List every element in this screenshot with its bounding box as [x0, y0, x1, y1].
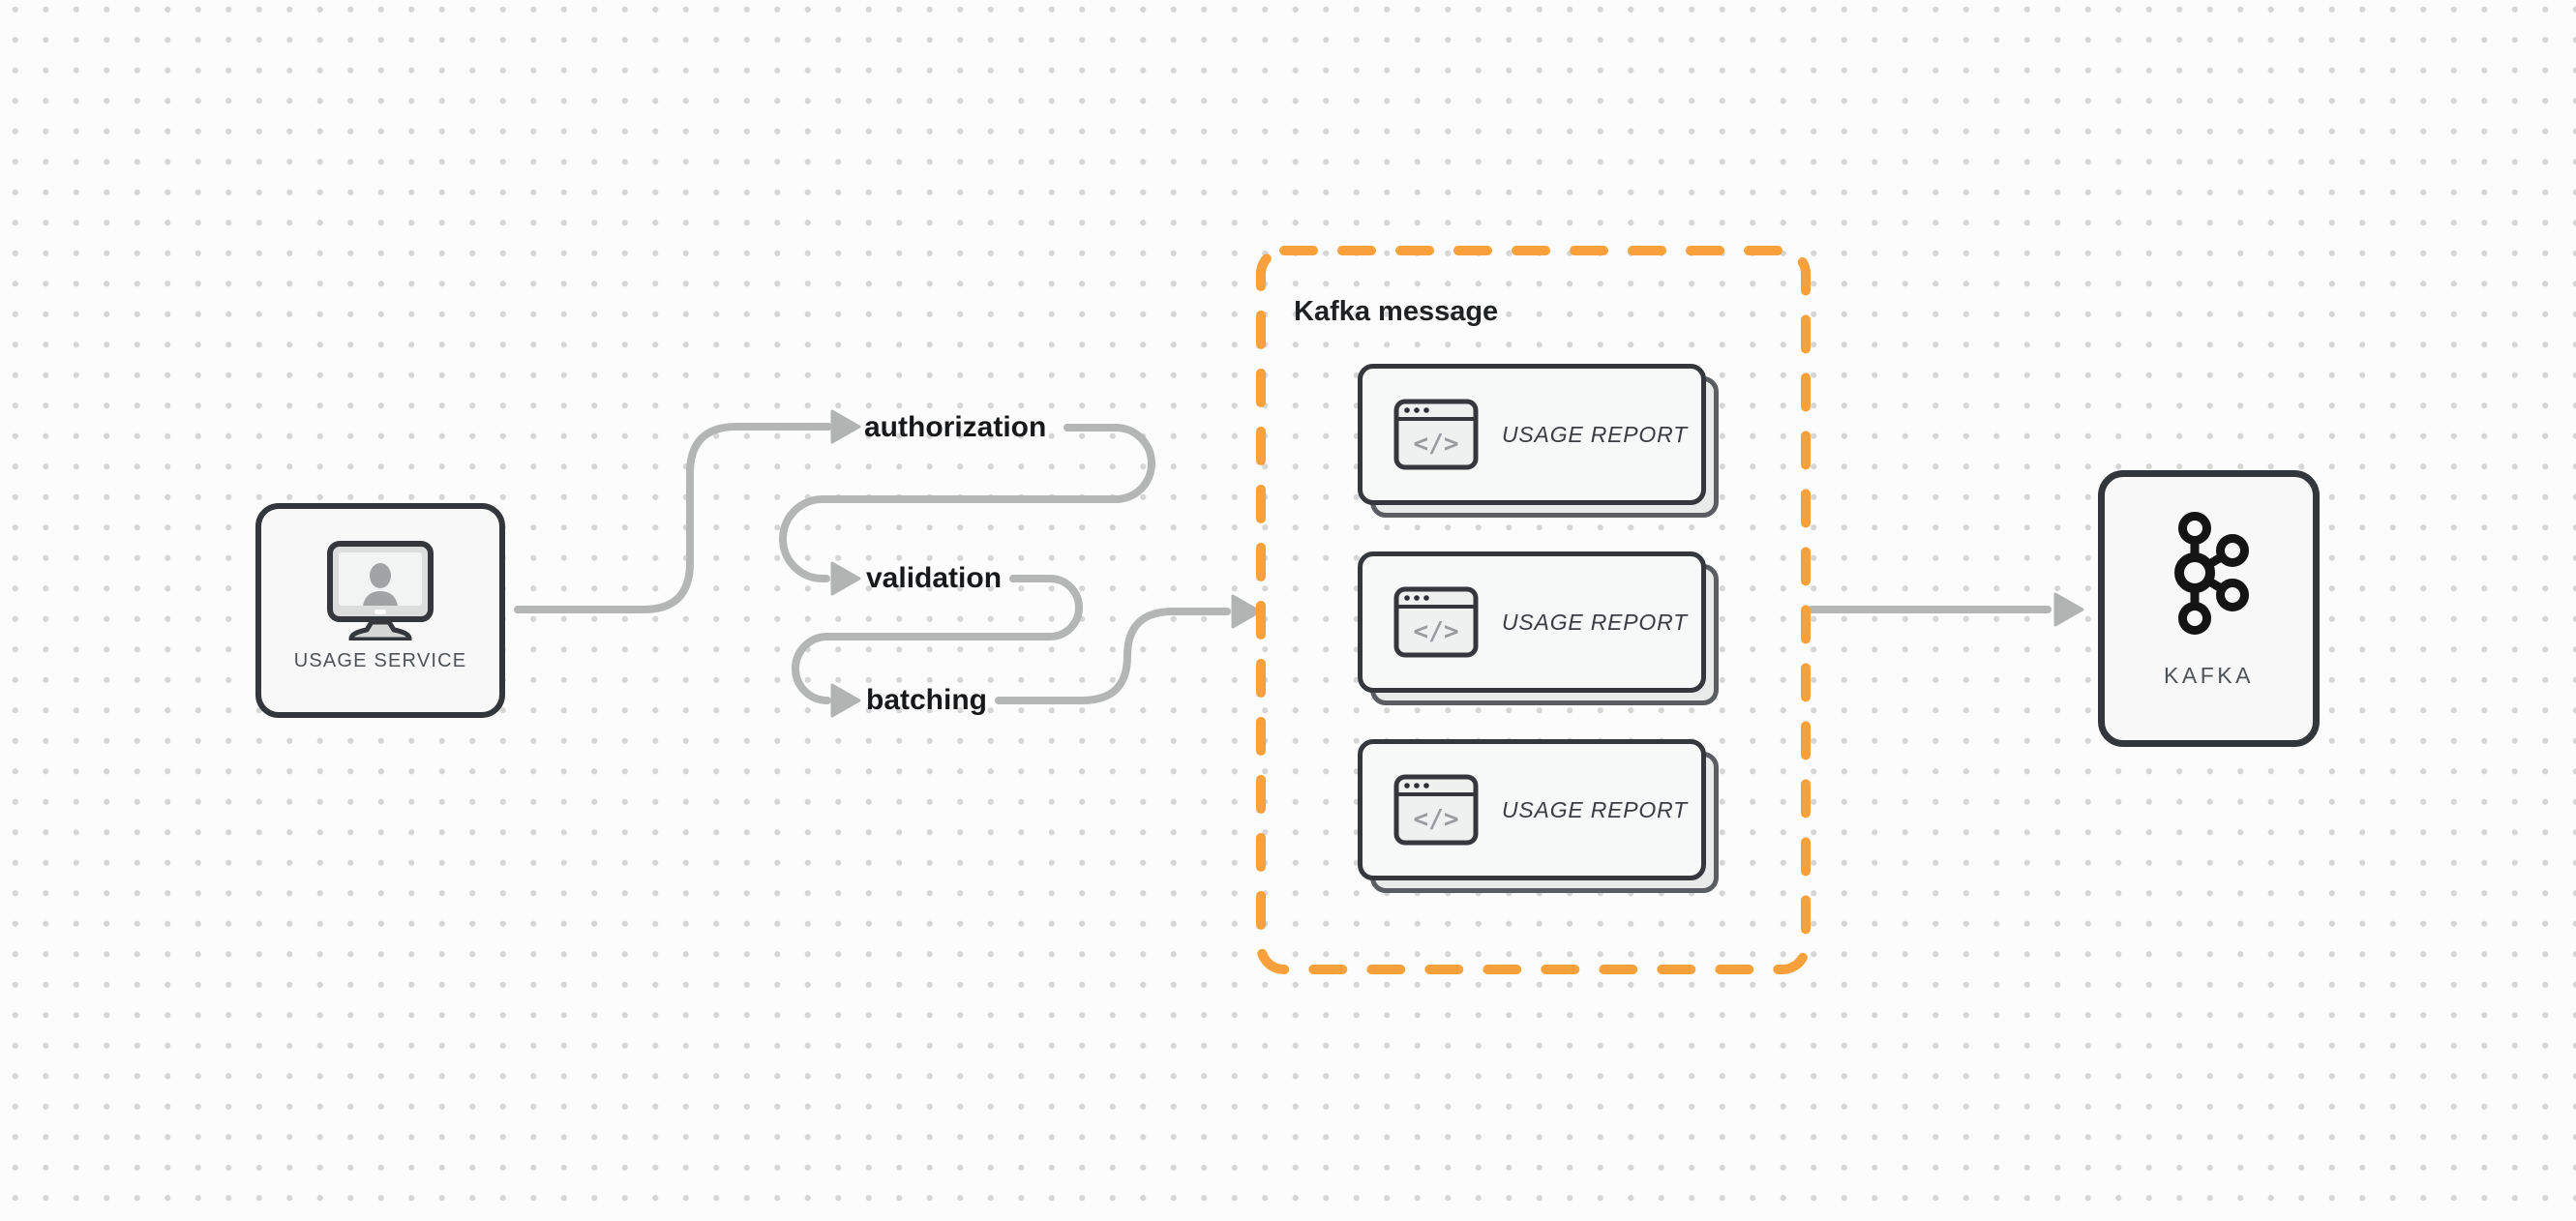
step-label-batching: batching — [866, 684, 987, 716]
arrowhead — [2053, 592, 2084, 627]
flow-batching-to-message-group — [995, 608, 1231, 704]
arrowhead — [830, 561, 861, 596]
kafka-message-group-title: Kafka message — [1294, 296, 1499, 327]
step-label-authorization: authorization — [864, 411, 1047, 443]
code-glyph: </> — [1414, 430, 1459, 459]
arrowhead — [830, 683, 861, 718]
card-face: </> USAGE REPORT — [1358, 551, 1706, 693]
usage-service-label: USAGE SERVICE — [293, 650, 467, 671]
usage-report-label: USAGE REPORT — [1502, 609, 1688, 635]
usage-report-label: USAGE REPORT — [1502, 796, 1688, 822]
node-usage-service: USAGE SERVICE — [255, 503, 505, 718]
card-face: </> USAGE REPORT — [1358, 739, 1706, 880]
kafka-label: KAFKA — [2164, 663, 2254, 688]
code-glyph: </> — [1414, 805, 1459, 834]
usage-report-card: </> USAGE REPORT — [1358, 364, 1719, 518]
kafka-logo-icon — [2173, 512, 2249, 635]
usage-report-card: </> USAGE REPORT — [1358, 739, 1719, 893]
code-window-icon: </> — [1393, 774, 1479, 846]
flow-usage-to-authorization — [514, 423, 832, 613]
code-window-icon: </> — [1393, 399, 1479, 470]
node-kafka: KAFKA — [2098, 470, 2320, 747]
flow-authorization-to-validation — [779, 424, 1155, 582]
card-face: </> USAGE REPORT — [1358, 364, 1706, 505]
user-monitor-icon — [327, 541, 434, 640]
code-window-icon: </> — [1393, 586, 1479, 658]
usage-report-label: USAGE REPORT — [1502, 421, 1688, 447]
step-label-validation: validation — [866, 562, 1003, 594]
arrowhead — [830, 409, 861, 444]
code-glyph: </> — [1414, 617, 1459, 646]
usage-report-card: </> USAGE REPORT — [1358, 551, 1719, 705]
arrowhead — [1231, 594, 1262, 629]
